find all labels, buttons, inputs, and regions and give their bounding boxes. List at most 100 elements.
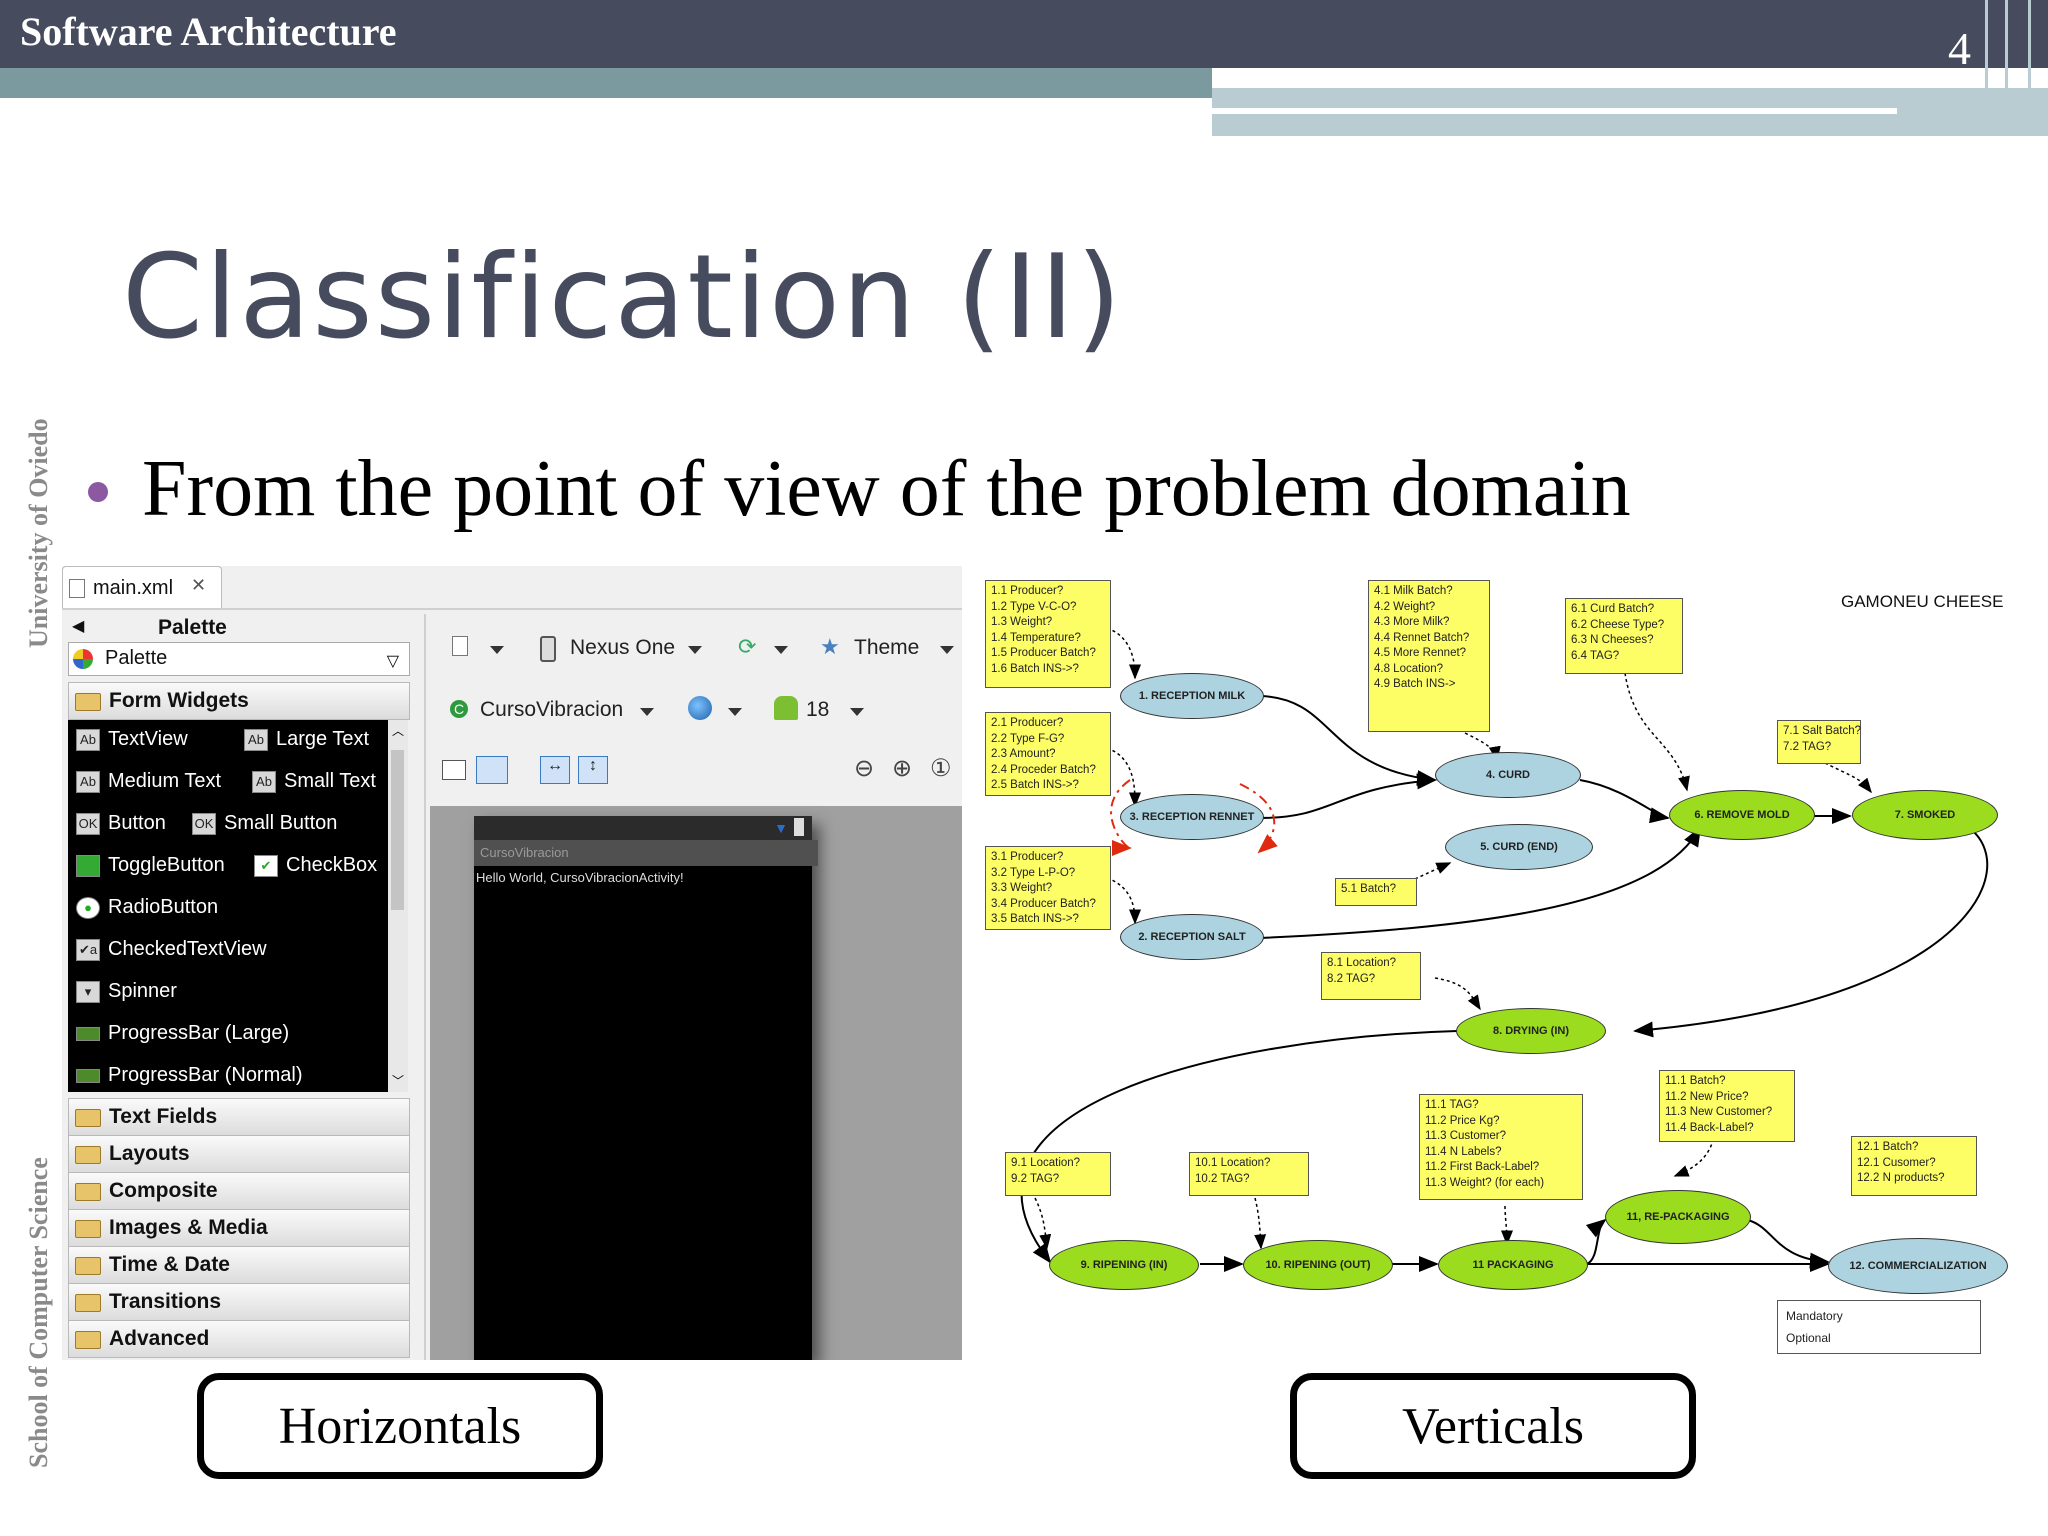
note-ripening-out: 10.1 Location?10.2 TAG? [1189, 1152, 1309, 1196]
android-icon [774, 696, 798, 720]
widget-label: ProgressBar (Large) [108, 1022, 290, 1044]
button-icon: OK [76, 812, 100, 835]
scrollbar-thumb[interactable] [391, 750, 404, 910]
radio-icon: ● [76, 896, 100, 919]
chevron-down-icon[interactable] [850, 700, 864, 724]
layout-canvas: ▼ CursoVibracion Hello World, CursoVibra… [430, 806, 962, 1360]
signal-icon: ▼ [774, 820, 788, 836]
note-reception-rennet: 2.1 Producer?2.2 Type F-G?2.3 Amount?2.4… [985, 712, 1111, 796]
star-icon: ★ [820, 634, 840, 659]
globe-icon[interactable] [688, 696, 712, 720]
chevron-down-icon[interactable] [490, 638, 504, 662]
header-stripe [0, 68, 1212, 98]
app-title-bar: CursoVibracion [474, 840, 818, 866]
folder-composite[interactable]: Composite [68, 1172, 410, 1210]
folder-time-date[interactable]: Time & Date [68, 1246, 410, 1284]
activity-icon: C [450, 700, 468, 718]
zoom-actual-icon[interactable]: ① [930, 755, 952, 782]
activity-selector[interactable]: CursoVibracion [480, 698, 624, 721]
folder-icon [75, 1331, 101, 1349]
widget-progressbar-normal[interactable]: ProgressBar (Normal) [76, 1064, 302, 1098]
node-repackaging: 11, RE-PACKAGING [1605, 1190, 1751, 1244]
api-level[interactable]: 18 [806, 698, 830, 721]
note-repackaging: 11.1 Batch?11.2 New Price?11.3 New Custo… [1659, 1070, 1795, 1142]
file-tab[interactable]: main.xml ✕ [62, 566, 222, 609]
chevron-down-icon[interactable] [774, 638, 788, 662]
widget-radiobutton[interactable]: ●RadioButton [76, 896, 218, 930]
close-icon[interactable]: ✕ [191, 575, 207, 595]
node-reception-milk: 1. RECEPTION MILK [1120, 673, 1264, 719]
spinner-icon: ▾ [76, 980, 100, 1003]
widget-label: Medium Text [108, 770, 222, 792]
palette-dropdown-label: Palette [105, 647, 168, 669]
small-text-icon: Ab [252, 770, 276, 793]
widget-progressbar-large[interactable]: ProgressBar (Large) [76, 1022, 289, 1056]
scroll-down-icon[interactable]: ﹀ [392, 1074, 405, 1088]
widget-checkbox[interactable]: ✔CheckBox [254, 854, 377, 888]
folder-text-fields[interactable]: Text Fields [68, 1098, 410, 1136]
zoom-in-icon[interactable]: ⊕ [892, 755, 913, 782]
scrollbar[interactable]: ︿ ﹀ [388, 720, 408, 1092]
divider [424, 614, 426, 1360]
layout-file-icon[interactable] [452, 636, 468, 656]
checkedtext-icon: ✔a [76, 938, 100, 961]
hello-text: Hello World, CursoVibracionActivity! [476, 870, 684, 885]
folder-advanced[interactable]: Advanced [68, 1320, 410, 1358]
small-button-icon: OK [192, 812, 216, 835]
node-reception-rennet: 3. RECEPTION RENNET [1120, 794, 1264, 840]
legend: Mandatory Optional [1777, 1300, 1981, 1354]
palette-title: Palette [158, 616, 227, 639]
note-curd-end: 5.1 Batch? [1335, 878, 1417, 906]
scroll-up-icon[interactable]: ︿ [392, 724, 405, 738]
palette-dropdown[interactable]: Palette ▽ [68, 642, 410, 676]
widget-small-button[interactable]: OK Small Button [192, 812, 337, 846]
header-bar [0, 0, 2048, 68]
folder-images-media[interactable]: Images & Media [68, 1209, 410, 1247]
fit-height-icon[interactable]: ↕ [578, 756, 608, 784]
note-remove-mold: 6.1 Curd Batch?6.2 Cheese Type?6.3 N Che… [1565, 598, 1683, 674]
chevron-down-icon[interactable] [688, 638, 702, 662]
widget-spinner[interactable]: ▾Spinner [76, 980, 177, 1014]
widget-label: ToggleButton [108, 854, 225, 876]
folder-icon [75, 1220, 101, 1238]
device-selector[interactable]: Nexus One [570, 636, 676, 659]
node-ripening-in: 9. RIPENING (IN) [1049, 1240, 1199, 1290]
widget-label: Small Button [224, 812, 338, 834]
folder-form-widgets[interactable]: Form Widgets [68, 682, 410, 720]
zoom-out-icon[interactable]: ⊖ [854, 755, 875, 782]
widget-togglebutton[interactable]: ToggleButton [76, 854, 225, 888]
node-commercialization: 12. COMMERCIALIZATION [1828, 1238, 2008, 1294]
chevron-down-icon: ▽ [386, 653, 399, 670]
progressbar-icon [76, 1026, 100, 1041]
folder-layouts[interactable]: Layouts [68, 1135, 410, 1173]
legend-optional: Optional [1786, 1331, 1831, 1345]
folder-label: Composite [109, 1179, 218, 1202]
folder-label: Transitions [109, 1290, 222, 1313]
theme-selector[interactable]: Theme [854, 636, 920, 659]
collapse-left-icon[interactable]: ◀ [72, 618, 85, 635]
layout-split-icon[interactable] [442, 760, 466, 780]
file-icon [69, 579, 85, 598]
note-reception-milk: 1.1 Producer?1.2 Type V-C-O?1.3 Weight?1… [985, 580, 1111, 688]
chevron-down-icon[interactable] [640, 700, 654, 724]
folder-transitions[interactable]: Transitions [68, 1283, 410, 1321]
battery-icon [794, 818, 804, 836]
status-bar: ▼ [474, 816, 812, 840]
chevron-down-icon[interactable] [728, 700, 742, 724]
node-curd: 4. CURD [1435, 752, 1581, 798]
label-horizontals: Horizontals [197, 1373, 603, 1479]
folder-label: Form Widgets [109, 689, 249, 712]
layout-stack-icon[interactable] [476, 756, 508, 784]
chevron-down-icon[interactable] [940, 638, 954, 662]
node-reception-salt: 2. RECEPTION SALT [1120, 914, 1264, 960]
note-packaging: 11.1 TAG?11.2 Price Kg?11.3 Customer?11.… [1419, 1094, 1583, 1200]
fit-width-icon[interactable]: ↔ [540, 756, 570, 784]
rotate-icon[interactable]: ⟳ [738, 634, 757, 659]
